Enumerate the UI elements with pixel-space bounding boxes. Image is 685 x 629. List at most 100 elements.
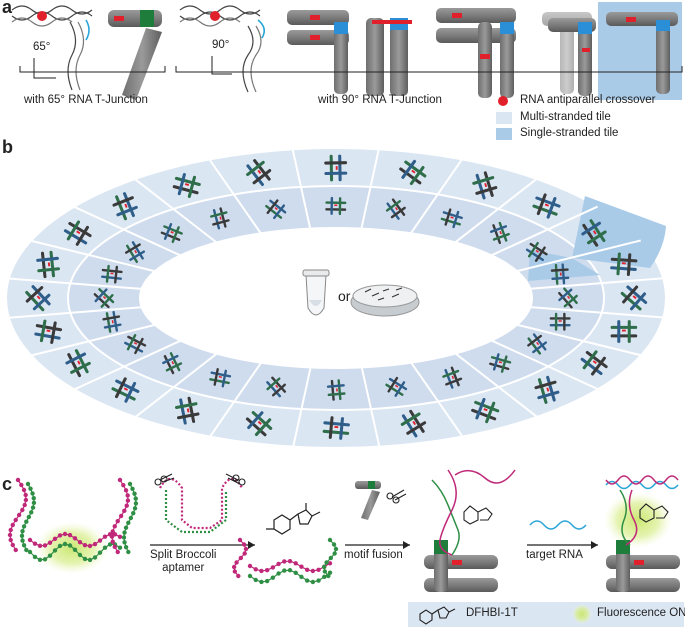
panel-b-letter: b bbox=[2, 137, 13, 157]
ring-motif bbox=[620, 285, 648, 311]
bracket-90 bbox=[175, 66, 683, 73]
ring-motif bbox=[265, 199, 287, 220]
ring-motif bbox=[489, 221, 510, 245]
tile-90-variant-2 bbox=[366, 18, 412, 96]
ring-motifs bbox=[25, 154, 648, 440]
helix-90-schematic bbox=[179, 5, 266, 93]
dfhbi-legend-icon bbox=[419, 606, 456, 625]
multi-tile-legend-icon bbox=[496, 112, 512, 124]
crossover-dot bbox=[37, 11, 47, 21]
ring-motif bbox=[210, 207, 230, 230]
ring-motif bbox=[162, 352, 183, 375]
crossover-legend-icon bbox=[498, 96, 508, 106]
ring-motif bbox=[442, 366, 463, 389]
ring-motif bbox=[245, 411, 273, 437]
fused-construct bbox=[424, 469, 516, 592]
broccoli-aptamer bbox=[7, 477, 139, 563]
ring-motif bbox=[102, 310, 122, 333]
test-tube-icon bbox=[302, 269, 330, 316]
step2-label: motif fusion bbox=[344, 549, 403, 561]
ring-motif bbox=[385, 376, 408, 397]
ring-motif bbox=[111, 377, 140, 403]
legend-single-label: Single-stranded tile bbox=[520, 127, 619, 139]
legend-multi-label: Multi-stranded tile bbox=[520, 111, 611, 123]
ring-motif bbox=[525, 241, 548, 262]
helix-65-schematic bbox=[11, 5, 93, 91]
ring-motif bbox=[385, 198, 406, 220]
ring-motif bbox=[471, 397, 500, 424]
step3-label: target RNA bbox=[526, 549, 583, 561]
tile-90-variant-1 bbox=[287, 10, 349, 94]
ring-motif bbox=[322, 416, 350, 440]
panel-b-ring bbox=[5, 147, 667, 449]
tile-90-variant-4 bbox=[542, 12, 596, 96]
step1-label: Split Broccoli aptamer bbox=[150, 549, 217, 575]
ring-motif bbox=[34, 319, 63, 344]
center-or-label: or bbox=[338, 288, 351, 304]
panel-c-legend-box bbox=[408, 602, 684, 627]
ring-motif bbox=[325, 196, 347, 216]
ring-motif bbox=[65, 349, 91, 378]
ring-motif bbox=[532, 193, 561, 219]
ring-motif bbox=[124, 334, 147, 355]
ring-motif bbox=[558, 287, 578, 309]
ring-motif bbox=[534, 375, 560, 404]
t-junction-tile-icon bbox=[355, 481, 381, 520]
bound-construct bbox=[605, 475, 680, 592]
ring-motif bbox=[36, 250, 60, 279]
ring-motif bbox=[489, 353, 512, 373]
fluorescence-glow bbox=[36, 522, 108, 574]
ring-motif bbox=[25, 285, 51, 312]
fluorescence-legend-icon bbox=[572, 604, 592, 624]
panel-c-letter: c bbox=[2, 474, 13, 494]
panel-a-graphics bbox=[11, 2, 683, 100]
caption-65: with 65° RNA T-Junction bbox=[24, 94, 148, 106]
panel-c-graphics bbox=[7, 469, 684, 627]
ring-motif bbox=[400, 409, 427, 438]
dfhbi-molecule bbox=[266, 503, 321, 535]
ring-motif bbox=[172, 173, 201, 198]
ring-motif bbox=[610, 252, 638, 276]
ring-motif bbox=[440, 208, 463, 229]
legend-fluor-label: Fluorescence ON bbox=[597, 607, 685, 619]
ring-motif bbox=[527, 333, 548, 355]
ring-motif bbox=[93, 288, 115, 309]
tile-65-cylinders bbox=[108, 10, 162, 100]
ring-motif bbox=[175, 396, 200, 425]
ring-motif bbox=[472, 171, 498, 200]
ring-motif bbox=[160, 223, 183, 244]
split-aptamer-cartoon bbox=[159, 477, 243, 534]
ring-motif bbox=[580, 350, 608, 376]
caption-90: with 90° RNA T-Junction bbox=[318, 94, 442, 106]
ring-motif bbox=[101, 264, 123, 284]
ring-motif bbox=[550, 263, 570, 285]
ring-motif bbox=[124, 241, 146, 264]
single-tile-legend-icon bbox=[496, 128, 512, 140]
legend-dye-label: DFHBI-1T bbox=[466, 607, 518, 619]
crossover-dot bbox=[210, 11, 220, 21]
ring-motif bbox=[246, 159, 272, 186]
angle-90-label: 90° bbox=[212, 39, 230, 51]
split-broccoli-structure bbox=[231, 537, 339, 585]
ring-motif bbox=[112, 192, 138, 221]
ring-motif bbox=[324, 154, 348, 182]
ring-divider-lines bbox=[8, 149, 664, 447]
tile-90-single-strand bbox=[606, 12, 678, 94]
angle-65-label: 65° bbox=[33, 41, 51, 53]
ring-motif bbox=[549, 312, 571, 331]
ring-motif bbox=[399, 159, 427, 186]
legend-crossover-label: RNA antiparallel crossover bbox=[520, 94, 656, 106]
petri-dish-icon bbox=[350, 284, 420, 317]
ring-motif bbox=[209, 368, 232, 388]
scissors-icon bbox=[154, 473, 246, 486]
ring-motif bbox=[266, 376, 287, 398]
single-stranded-sector-inner bbox=[528, 250, 600, 281]
ring-motif bbox=[63, 220, 92, 246]
ring-motif bbox=[581, 219, 607, 247]
bracket-65 bbox=[19, 66, 166, 73]
single-stranded-sector-outer bbox=[572, 196, 666, 268]
target-rna-strand bbox=[529, 520, 587, 530]
panel-a-letter: a bbox=[2, 0, 13, 17]
fluorescence-glow bbox=[604, 492, 672, 548]
